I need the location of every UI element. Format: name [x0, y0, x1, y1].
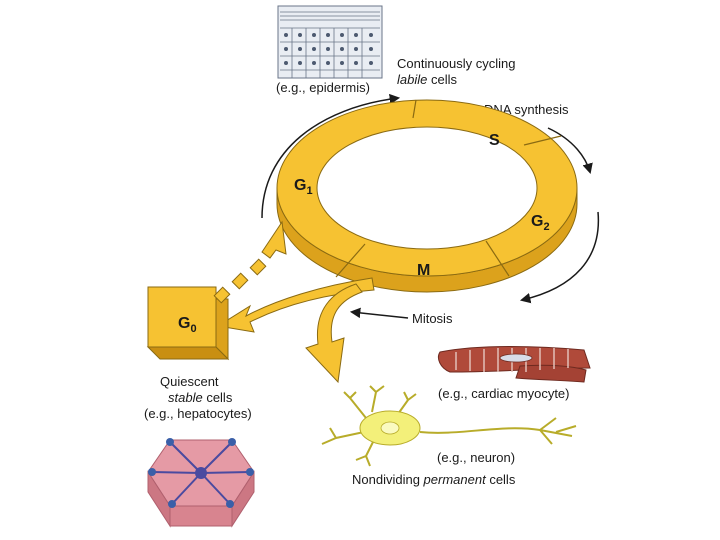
epidermis-illustration — [277, 5, 383, 79]
hepatocyte-illustration — [147, 438, 255, 528]
dna-synthesis-arrow — [547, 127, 593, 175]
m-to-permanent-arrow — [305, 283, 363, 384]
phase-m-label: M — [417, 262, 430, 279]
g0-box — [146, 286, 230, 361]
labile-label-line1: Continuously cycling — [397, 56, 516, 71]
cell-cycle-ring — [276, 99, 578, 293]
phase-s-label: S — [489, 132, 500, 149]
hepatocytes-label: (e.g., hepatocytes) — [144, 406, 252, 421]
neuron-illustration — [321, 385, 577, 467]
g0-to-g1-dashed-arrow — [213, 220, 287, 304]
epidermis-label: (e.g., epidermis) — [276, 80, 370, 95]
labile-label-line2: labile cells — [397, 72, 457, 87]
quiescent-label: Quiescent — [160, 374, 219, 389]
phase-g0-label: G0 — [178, 315, 197, 335]
phase-g2-label: G2 — [531, 213, 550, 233]
mitosis-label: Mitosis — [412, 311, 453, 326]
phase-g1-label: G1 — [294, 177, 313, 197]
g2-mitosis-arc-arrow — [519, 211, 600, 304]
labile-arc-arrow — [261, 93, 401, 219]
neuron-nucleus — [380, 421, 400, 435]
permanent-label: Nondividing permanent cells — [352, 472, 516, 487]
mitosis-arrow — [349, 307, 409, 319]
stable-label: stable cells — [168, 390, 233, 405]
m-to-g0-arrow — [216, 277, 375, 333]
neuron-label: (e.g., neuron) — [437, 450, 515, 465]
cardiac-myocyte-illustration — [437, 346, 591, 383]
cardiac-label: (e.g., cardiac myocyte) — [438, 386, 570, 401]
